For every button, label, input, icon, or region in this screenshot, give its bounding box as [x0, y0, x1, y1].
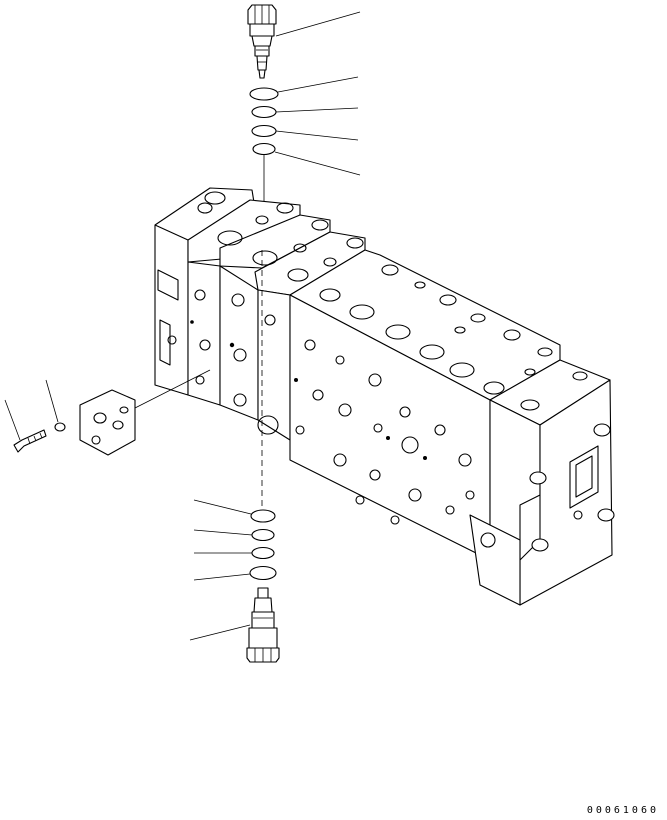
bottom-relief-valve [246, 587, 280, 663]
mounting-bolt [13, 429, 47, 453]
washer [54, 422, 66, 432]
drawing-reference-code: 00061060 [586, 805, 659, 816]
control-valve-body [154, 187, 615, 606]
side-cover-assembly [4, 369, 211, 456]
top-relief-valve [247, 4, 277, 79]
bottom-leader-lines [189, 499, 253, 641]
top-o-ring-set [249, 87, 279, 156]
bottom-o-ring-set [249, 509, 277, 581]
top-leader-lines [274, 11, 361, 176]
